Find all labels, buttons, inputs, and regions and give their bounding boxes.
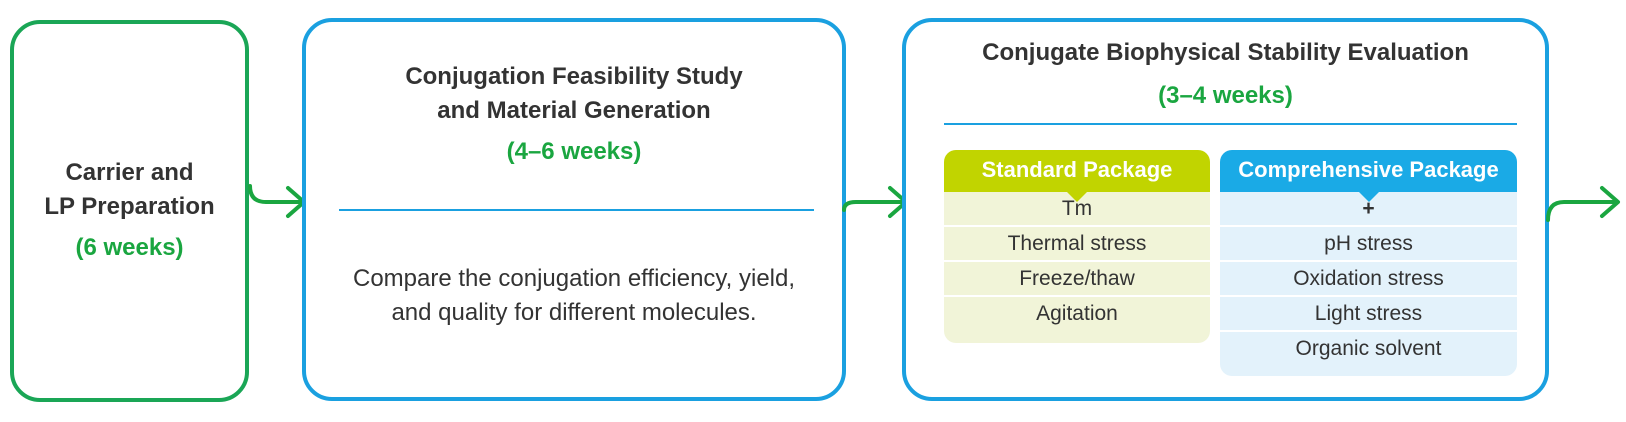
package-name: Comprehensive Package xyxy=(1238,157,1499,182)
step-duration: (3–4 weeks) xyxy=(1158,82,1293,109)
package-header: Comprehensive Package xyxy=(1220,150,1517,202)
step-duration: (6 weeks) xyxy=(75,234,184,261)
step-title-line: Carrier and xyxy=(65,159,194,186)
package-item: Thermal stress xyxy=(944,227,1210,262)
package-item: Freeze/thaw xyxy=(944,262,1210,297)
step-description: Compare the conjugation efficiency, yiel… xyxy=(306,262,842,330)
step-title-line: Conjugation Feasibility Study xyxy=(405,63,743,90)
pointer-notch xyxy=(1357,191,1380,202)
package-item: Organic solvent xyxy=(1295,337,1442,360)
package-name: Standard Package xyxy=(981,157,1173,182)
package-item: Agitation xyxy=(1036,302,1118,325)
package-item: Oxidation stress xyxy=(1220,262,1517,297)
divider xyxy=(339,209,814,211)
package-item: pH stress xyxy=(1220,227,1517,262)
step-title: Conjugation Feasibility Study and Materi… xyxy=(306,60,842,128)
pointer-notch xyxy=(1066,191,1088,202)
step-title: Conjugate Biophysical Stability Evaluati… xyxy=(982,39,1469,66)
step-title: Carrier and LP Preparation xyxy=(14,156,245,224)
package-item: Light stress xyxy=(1220,297,1517,332)
step-title-line: and Material Generation xyxy=(437,97,711,124)
step-box-feasibility-study: Conjugation Feasibility Study and Materi… xyxy=(302,18,846,401)
step-description-line: Compare the conjugation efficiency, yiel… xyxy=(352,265,796,292)
divider xyxy=(944,123,1517,125)
step-duration: (4–6 weeks) xyxy=(506,138,642,165)
flow-arrow-3 xyxy=(1546,186,1620,222)
standard-package: Standard Package Tm Thermal stress Freez… xyxy=(944,150,1210,343)
package-item-plus: + xyxy=(1220,192,1517,227)
step-title-line: LP Preparation xyxy=(44,193,215,220)
package-header: Standard Package xyxy=(944,150,1210,202)
step-box-stability-evaluation: Conjugate Biophysical Stability Evaluati… xyxy=(902,18,1549,401)
comprehensive-package: Comprehensive Package + pH stress Oxidat… xyxy=(1220,150,1517,376)
step-box-carrier-preparation: Carrier and LP Preparation (6 weeks) xyxy=(10,20,249,402)
step-description-line: and quality for different molecules. xyxy=(391,299,757,326)
package-item: Tm xyxy=(944,192,1210,227)
